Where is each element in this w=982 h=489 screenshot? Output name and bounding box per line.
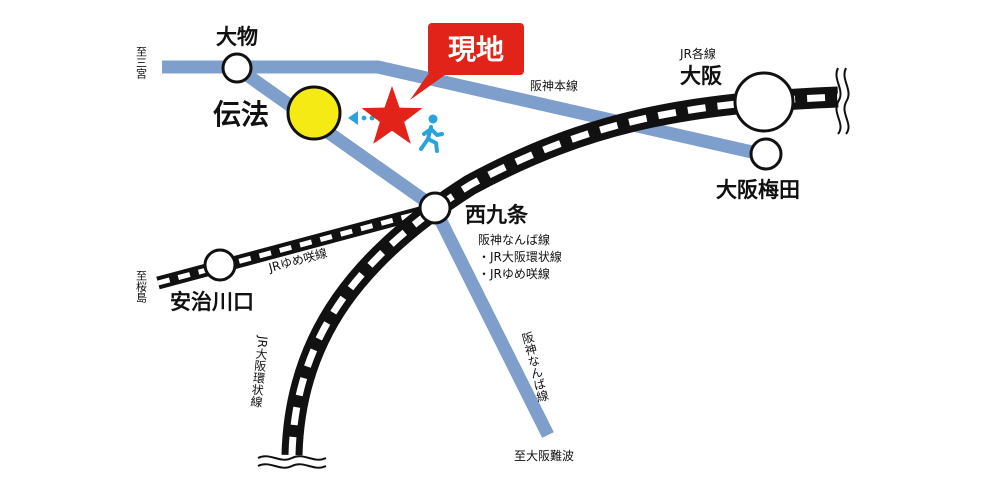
direction-sannomiya-label: 至三宮	[135, 46, 148, 80]
station-osaka-label: 大阪	[680, 64, 723, 88]
nishikujo-transfer-line: 阪神なんば線	[478, 232, 550, 247]
station-osaka-umeda-marker	[749, 137, 783, 171]
star-icon	[361, 86, 423, 144]
callout-pointer	[410, 70, 452, 100]
jr-loop-line-dashes	[288, 93, 839, 456]
jr-loop-vertical-label: JR大阪環状線	[249, 334, 271, 408]
station-daimotsu-marker	[221, 52, 253, 84]
nishikujo-transfer-line: ・JR大阪環状線	[478, 249, 562, 264]
station-osaka-marker	[733, 71, 795, 133]
jr-kakusen-label: JR各線	[679, 46, 716, 61]
hanshin-honsen-label: 阪神本線	[530, 78, 578, 93]
wave-break-icon	[257, 455, 327, 469]
walking-person-icon	[419, 114, 444, 153]
callout-text: 現地	[448, 33, 504, 66]
station-denpo-label: 伝法	[213, 98, 269, 131]
station-nishikujo-marker	[418, 191, 452, 225]
wave-break-icon	[835, 67, 850, 135]
direction-sakurajima-label: 至桜島	[135, 270, 148, 304]
station-nishikujo-label: 西九条	[465, 203, 529, 227]
nishikujo-transfer-line: ・JRゆめ咲線	[478, 266, 550, 281]
callout-box	[428, 23, 524, 75]
station-denpo-marker	[286, 85, 342, 141]
station-daimotsu-label: 大物	[216, 25, 258, 49]
station-ajikawaguchi-label: 安治川口	[170, 290, 254, 314]
jr-yumesaki-line-dashes	[157, 206, 436, 286]
station-osaka-umeda-label: 大阪梅田	[716, 178, 800, 202]
direction-osaka-namba-label: 至大阪難波	[514, 448, 574, 463]
station-ajikawaguchi-marker	[203, 248, 237, 282]
